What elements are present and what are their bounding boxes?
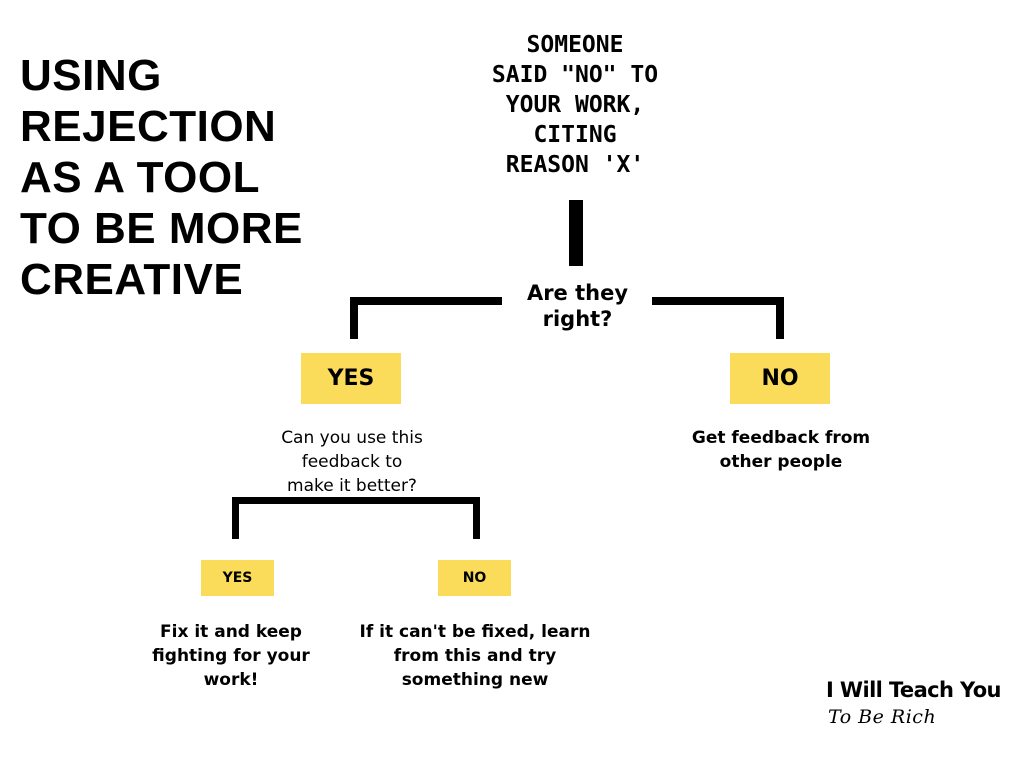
no-badge-label: NO [761,366,799,391]
title-line: AS A TOOL [20,153,260,202]
connector-left-vertical [350,297,358,339]
decision-question: Are they right? [500,280,655,332]
no-branch-answer: Get feedback from other people [665,426,897,474]
sub-no-badge: NO [438,560,511,596]
yes-branch-question-line: Can you use this [281,428,423,448]
decision-question-line: Are they [526,281,629,305]
sub-no-answer-line: from this and try [393,646,557,666]
yes-branch-question-line: make it better? [287,476,417,496]
connector-sub-horizontal [232,497,480,504]
connector-right-vertical [776,297,784,339]
sub-yes-answer-line: Fix it and keep [160,622,302,642]
brand-logo: I Will Teach You [826,678,1002,702]
sub-no-badge-label: NO [462,570,487,586]
title-line: REJECTION [20,102,277,151]
yes-badge-label: YES [327,366,375,391]
root-question-line: REASON 'X' [505,152,645,178]
title-line: USING [20,51,162,100]
brand-logo-script: To Be Rich [828,706,937,728]
no-branch-answer-line: Get feedback from [691,428,871,448]
sub-yes-badge: YES [201,560,274,596]
root-question: SOMEONE SAID "NO" TO YOUR WORK, CITING R… [460,30,690,180]
sub-no-answer-line: If it can't be fixed, learn [359,622,591,642]
yes-badge: YES [301,353,401,404]
sub-yes-badge-label: YES [222,570,253,586]
sub-yes-answer-line: fighting for your [152,646,310,666]
sub-no-answer: If it can't be fixed, learn from this an… [344,620,606,692]
decision-question-line: right? [542,307,613,331]
title-line: TO BE MORE [20,204,303,253]
connector-sub-left-vertical [232,497,239,539]
root-question-line: CITING [533,122,617,148]
connector-left-horizontal [350,297,502,305]
sub-yes-answer: Fix it and keep fighting for your work! [130,620,332,692]
yes-branch-question: Can you use this feedback to make it bet… [232,426,472,498]
root-question-line: SOMEONE [526,32,624,58]
root-question-line: SAID "NO" TO [491,62,659,88]
page-title: USING REJECTION AS A TOOL TO BE MORE CRE… [20,50,303,305]
sub-no-answer-line: something new [401,670,549,690]
sub-yes-answer-line: work! [203,670,259,690]
connector-right-horizontal [652,297,784,305]
title-line: CREATIVE [20,255,244,304]
connector-sub-right-vertical [473,497,480,539]
root-question-line: YOUR WORK, [505,92,645,118]
no-branch-answer-line: other people [719,452,843,472]
connector-root-vertical [569,200,583,266]
no-badge: NO [730,353,830,404]
yes-branch-question-line: feedback to [301,452,403,472]
